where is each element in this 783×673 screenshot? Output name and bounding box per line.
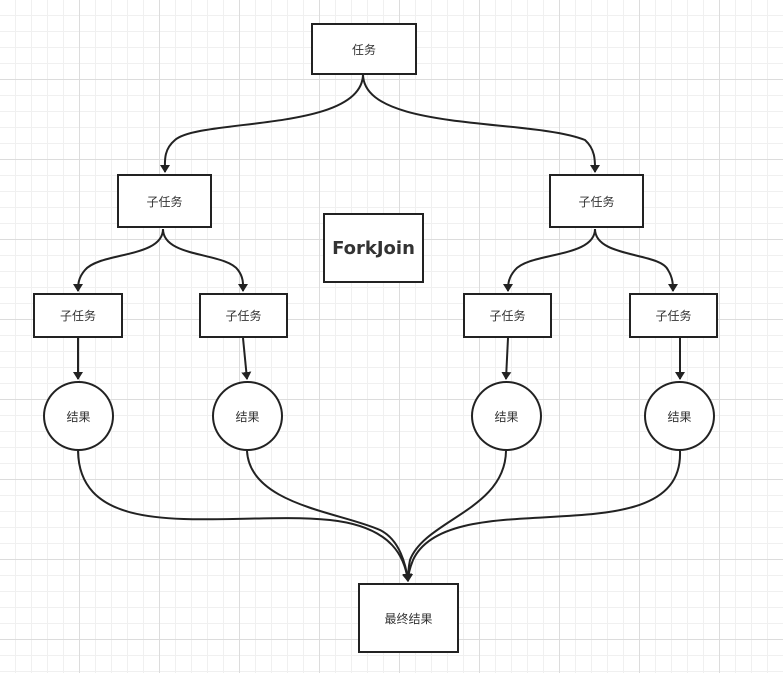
result-label: 结果 (235, 409, 260, 424)
subtask-label: 子任务 (146, 194, 183, 209)
edge-root-to-subtask-right (362, 73, 601, 173)
result-node-1: 结果 (43, 381, 114, 451)
edge-result-1-to-final (77, 450, 412, 582)
leaf-subtask-node-1: 子任务 (33, 293, 123, 338)
result-label: 结果 (494, 409, 519, 424)
leaf-subtask-node-2: 子任务 (199, 293, 288, 338)
edge-subtask-right-to-leaf-4 (594, 228, 678, 292)
root-task-node: 任务 (311, 23, 417, 75)
subtask-label: 子任务 (578, 194, 615, 209)
result-node-3: 结果 (471, 381, 542, 451)
edge-subtask-right-to-leaf-3 (503, 228, 596, 292)
final-result-node: 最终结果 (358, 583, 459, 653)
subtask-label: 子任务 (655, 309, 692, 323)
edge-result-3-to-final (403, 450, 507, 582)
result-label: 结果 (667, 409, 692, 424)
forkjoin-title-box: ForkJoin (323, 213, 424, 283)
final-result-label: 最终结果 (384, 611, 433, 626)
leaf-subtask-node-3: 子任务 (463, 293, 552, 338)
edge-result-2-to-final (246, 450, 413, 582)
edge-leaf-2-to-result-2 (241, 337, 252, 380)
subtask-label: 子任务 (59, 309, 96, 323)
subtask-node-right: 子任务 (549, 174, 644, 228)
edge-root-to-subtask-left (159, 73, 364, 173)
edge-subtask-left-to-leaf-1 (73, 228, 164, 292)
diagram-title: ForkJoin (332, 237, 415, 259)
edge-result-4-to-final (403, 450, 682, 582)
result-label: 结果 (66, 409, 91, 424)
leaf-subtask-node-4: 子任务 (629, 293, 718, 338)
subtask-node-left: 子任务 (117, 174, 212, 228)
subtask-label: 子任务 (489, 309, 526, 323)
root-task-label: 任务 (351, 42, 376, 57)
result-node-4: 结果 (644, 381, 715, 451)
edge-subtask-left-to-leaf-2 (162, 228, 249, 292)
subtask-label: 子任务 (225, 309, 262, 323)
edge-leaf-3-to-result-3 (501, 337, 512, 380)
result-node-2: 结果 (212, 381, 283, 451)
